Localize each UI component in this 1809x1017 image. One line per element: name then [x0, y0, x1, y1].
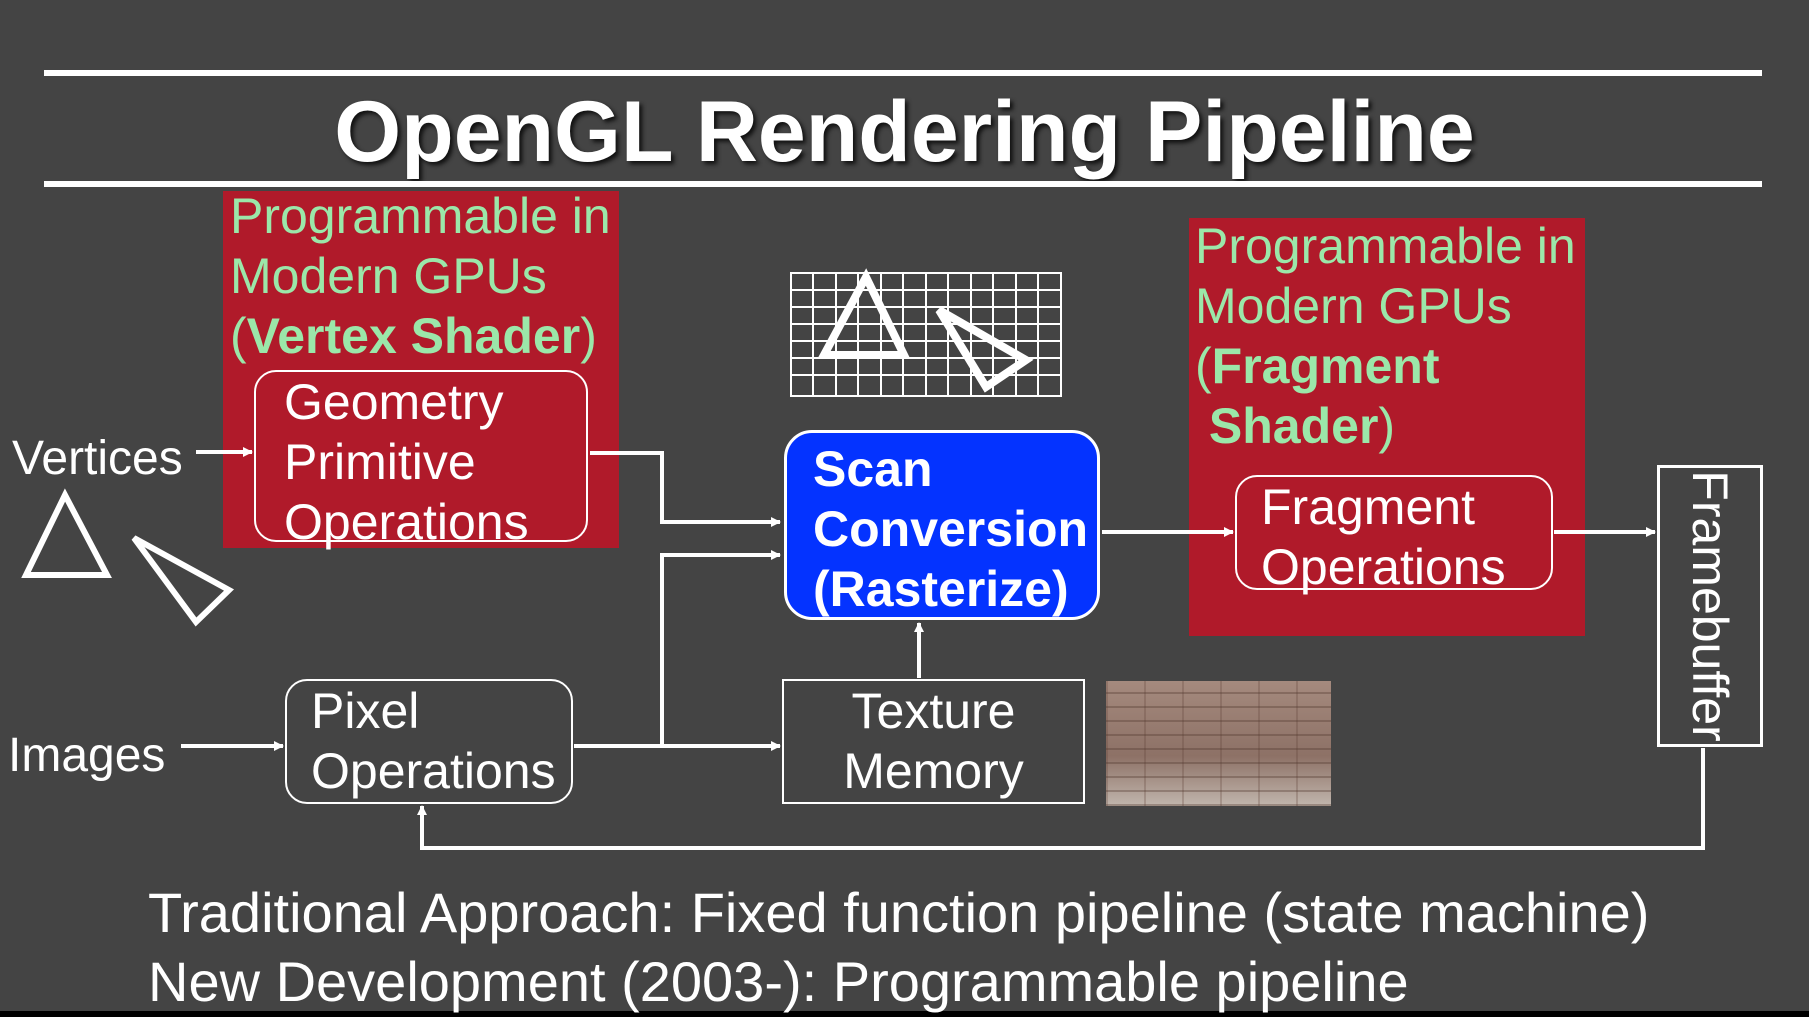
fragment-ops-line-2: Operations	[1261, 539, 1506, 595]
arrow-pixel-to-scan	[660, 550, 781, 746]
framebuffer-box: Framebuffer	[1657, 465, 1763, 747]
triangle-icon	[131, 535, 235, 627]
brick-texture-image	[1106, 681, 1331, 806]
title-top-rule	[44, 70, 1762, 76]
texture-line-2: Memory	[843, 743, 1024, 799]
pixel-ops-line-1: Pixel	[311, 683, 420, 739]
arrow-framebuffer-to-pixel	[417, 748, 1705, 850]
fragment-shader-panel	[1189, 218, 1585, 636]
fragment-shader-label-1: Fragment	[1211, 338, 1440, 394]
scan-line-2: Conversion	[813, 501, 1089, 557]
fragment-note-line4: Shader)	[1208, 398, 1396, 454]
vertex-shader-label: Vertex Shader	[246, 308, 581, 364]
texture-line-1: Texture	[851, 683, 1016, 739]
fragment-note-line2: Modern GPUs	[1195, 278, 1512, 334]
footer-line-1: Traditional Approach: Fixed function pip…	[148, 881, 1650, 944]
geometry-line-2: Primitive	[284, 434, 476, 490]
vertex-shader-note: Programmable in Modern GPUs (Vertex Shad…	[230, 186, 611, 366]
vertex-note-line2: Modern GPUs	[230, 248, 547, 304]
scan-conversion-box: Scan Conversion (Rasterize)	[784, 430, 1100, 620]
vertex-note-line1: Programmable in	[230, 188, 611, 244]
fragment-note-line3: (Fragment	[1195, 338, 1440, 394]
vertices-label: Vertices	[12, 432, 183, 485]
fragment-shader-note: Programmable in Modern GPUs (Fragment Sh…	[1195, 216, 1576, 456]
geometry-line-1: Geometry	[284, 374, 504, 430]
vertex-note-line3: (Vertex Shader)	[230, 308, 597, 364]
images-label: Images	[8, 729, 166, 782]
fragment-operations-box: Fragment Operations	[1235, 475, 1553, 595]
scan-line-1: Scan	[813, 441, 933, 497]
title-bottom-rule	[44, 181, 1762, 187]
fragment-note-line1: Programmable in	[1195, 218, 1576, 274]
raster-triangle-icon	[935, 306, 1034, 393]
slide-title: OpenGL Rendering Pipeline	[334, 84, 1475, 180]
scan-line-3: (Rasterize)	[813, 561, 1069, 617]
triangle-icon	[21, 488, 112, 578]
arrow-geometry-to-scan	[590, 451, 781, 527]
texture-memory-box: Texture Memory	[782, 679, 1085, 804]
fragment-ops-line-1: Fragment	[1261, 479, 1475, 535]
raster-triangle-icon	[817, 268, 911, 359]
footer-line-2: New Development (2003-): Programmable pi…	[148, 950, 1409, 1013]
geometry-line-3: Operations	[284, 494, 529, 550]
vertex-shader-panel	[223, 191, 619, 548]
pixel-operations-box: Pixel Operations	[285, 679, 573, 804]
fragment-shader-label-2: Shader	[1208, 398, 1379, 454]
geometry-primitive-operations-box: Geometry Primitive Operations	[254, 370, 588, 550]
pixel-ops-line-2: Operations	[311, 743, 556, 799]
